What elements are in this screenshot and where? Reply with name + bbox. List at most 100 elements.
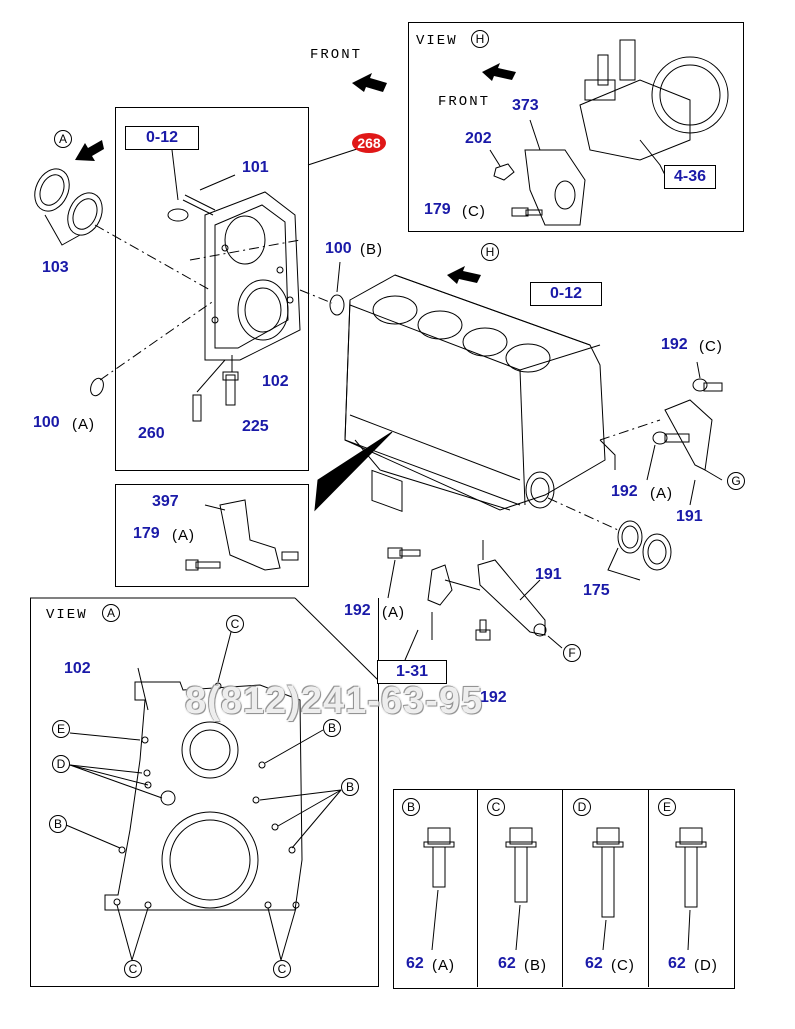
part-label-373: 373	[512, 97, 539, 114]
part-label-192a-lower: 192	[344, 602, 371, 619]
view-a-arrow	[75, 140, 104, 161]
view-a-word: VIEW	[46, 607, 88, 623]
suffix-62c: (C)	[611, 957, 635, 974]
callout-b-right-2: B	[341, 778, 359, 796]
ref-box-4-36: 4-36	[664, 165, 716, 189]
callout-d-left: D	[52, 755, 70, 773]
callout-g: G	[727, 472, 745, 490]
callout-b-right-1: B	[323, 719, 341, 737]
nut-202	[493, 163, 515, 181]
suffix-62d: (D)	[694, 957, 718, 974]
suffix-192c: (C)	[699, 338, 723, 355]
part-label-101: 101	[242, 159, 269, 176]
seal-175-b	[642, 533, 672, 571]
part-label-192c: 192	[661, 336, 688, 353]
callout-f: F	[563, 644, 581, 662]
bracket-397	[219, 499, 299, 571]
suffix-192a-lower: (A)	[382, 604, 405, 621]
view-h-circle: H	[471, 30, 489, 48]
ref-box-1-31: 1-31	[377, 660, 447, 684]
suffix-62b: (B)	[524, 957, 547, 974]
cover-group-frame	[115, 107, 309, 471]
injection-pump	[579, 39, 729, 176]
callout-a-top: A	[54, 130, 72, 148]
bolt-179c	[511, 207, 543, 217]
seal-100b	[329, 294, 345, 316]
suffix-100b: (B)	[360, 241, 383, 258]
bolt-types-divider-2	[562, 789, 563, 987]
part-label-102: 102	[262, 373, 289, 390]
part-label-191-lower: 191	[535, 566, 562, 583]
front-arrow-1	[352, 73, 387, 92]
bolt-types-frame	[393, 789, 735, 989]
bolt-192-lower-left	[387, 547, 421, 559]
bolt-179a	[185, 559, 221, 571]
bolt-225	[222, 371, 239, 406]
bolt-62b	[505, 827, 537, 903]
seal-100a	[90, 377, 104, 397]
bolt-62c	[592, 827, 624, 918]
front-cover-plate	[204, 191, 301, 361]
view-a-circle: A	[102, 604, 120, 622]
part-label-100b: 100	[325, 240, 352, 257]
bolt-type-label-c: C	[487, 798, 505, 816]
ref-box-0-12-block: 0-12	[530, 282, 602, 306]
callout-h-block: H	[481, 243, 499, 261]
view-h-word: VIEW	[416, 33, 458, 49]
part-label-103: 103	[42, 259, 69, 276]
front-label-top: FRONT	[310, 47, 363, 63]
suffix-179a: (A)	[172, 527, 195, 544]
bolt-types-divider-3	[648, 789, 649, 987]
bolt-62d	[675, 827, 707, 908]
part-label-191-right: 191	[676, 508, 703, 525]
part-label-397: 397	[152, 493, 179, 510]
callout-e-left: E	[52, 720, 70, 738]
callout-c-bottom-right: C	[273, 960, 291, 978]
part-label-179c: 179	[424, 201, 451, 218]
bolt-type-label-e: E	[658, 798, 676, 816]
callout-c-top: C	[226, 615, 244, 633]
part-label-192a-right: 192	[611, 483, 638, 500]
callout-c-bottom-left: C	[124, 960, 142, 978]
bracket-397-frame	[115, 484, 309, 587]
seal-103-inner	[67, 192, 103, 236]
front-arrow-2	[482, 63, 516, 81]
part-badge-268: 268	[352, 133, 386, 153]
bolt-62a	[423, 827, 455, 888]
phone-watermark: 8(812)241-63-95	[185, 680, 484, 722]
suffix-62a: (A)	[432, 957, 455, 974]
part-label-179a: 179	[133, 525, 160, 542]
bolt-101	[167, 194, 216, 222]
ref-box-0-12-left: 0-12	[125, 126, 199, 150]
bracket-373	[524, 149, 586, 226]
suffix-100a: (A)	[72, 416, 95, 433]
part-label-62a: 62	[406, 955, 424, 972]
seal-103-outer	[34, 168, 70, 212]
engine-block	[344, 274, 616, 512]
seal-175-a	[617, 520, 643, 554]
view-h-frame	[408, 22, 744, 232]
suffix-192a-right: (A)	[650, 485, 673, 502]
part-label-225: 225	[242, 418, 269, 435]
stud-260	[192, 394, 202, 422]
bolt-type-label-b: B	[402, 798, 420, 816]
view-a-frame	[30, 598, 379, 987]
bolt-types-divider-1	[477, 789, 478, 987]
part-label-202: 202	[465, 130, 492, 147]
bolt-type-label-d: D	[573, 798, 591, 816]
part-label-102-view-a: 102	[64, 660, 91, 677]
bracket-191-lower	[427, 559, 547, 637]
callout-b-left: B	[49, 815, 67, 833]
part-label-100a: 100	[33, 414, 60, 431]
view-h-arrow	[447, 266, 481, 284]
part-label-62c: 62	[585, 955, 603, 972]
part-label-62b: 62	[498, 955, 516, 972]
part-label-62d: 62	[668, 955, 686, 972]
front-label-view-h: FRONT	[438, 94, 491, 110]
bracket-191-upper	[652, 378, 723, 471]
suffix-179c: (C)	[462, 203, 486, 220]
part-label-175: 175	[583, 582, 610, 599]
part-label-192-bottom: 192	[480, 689, 507, 706]
